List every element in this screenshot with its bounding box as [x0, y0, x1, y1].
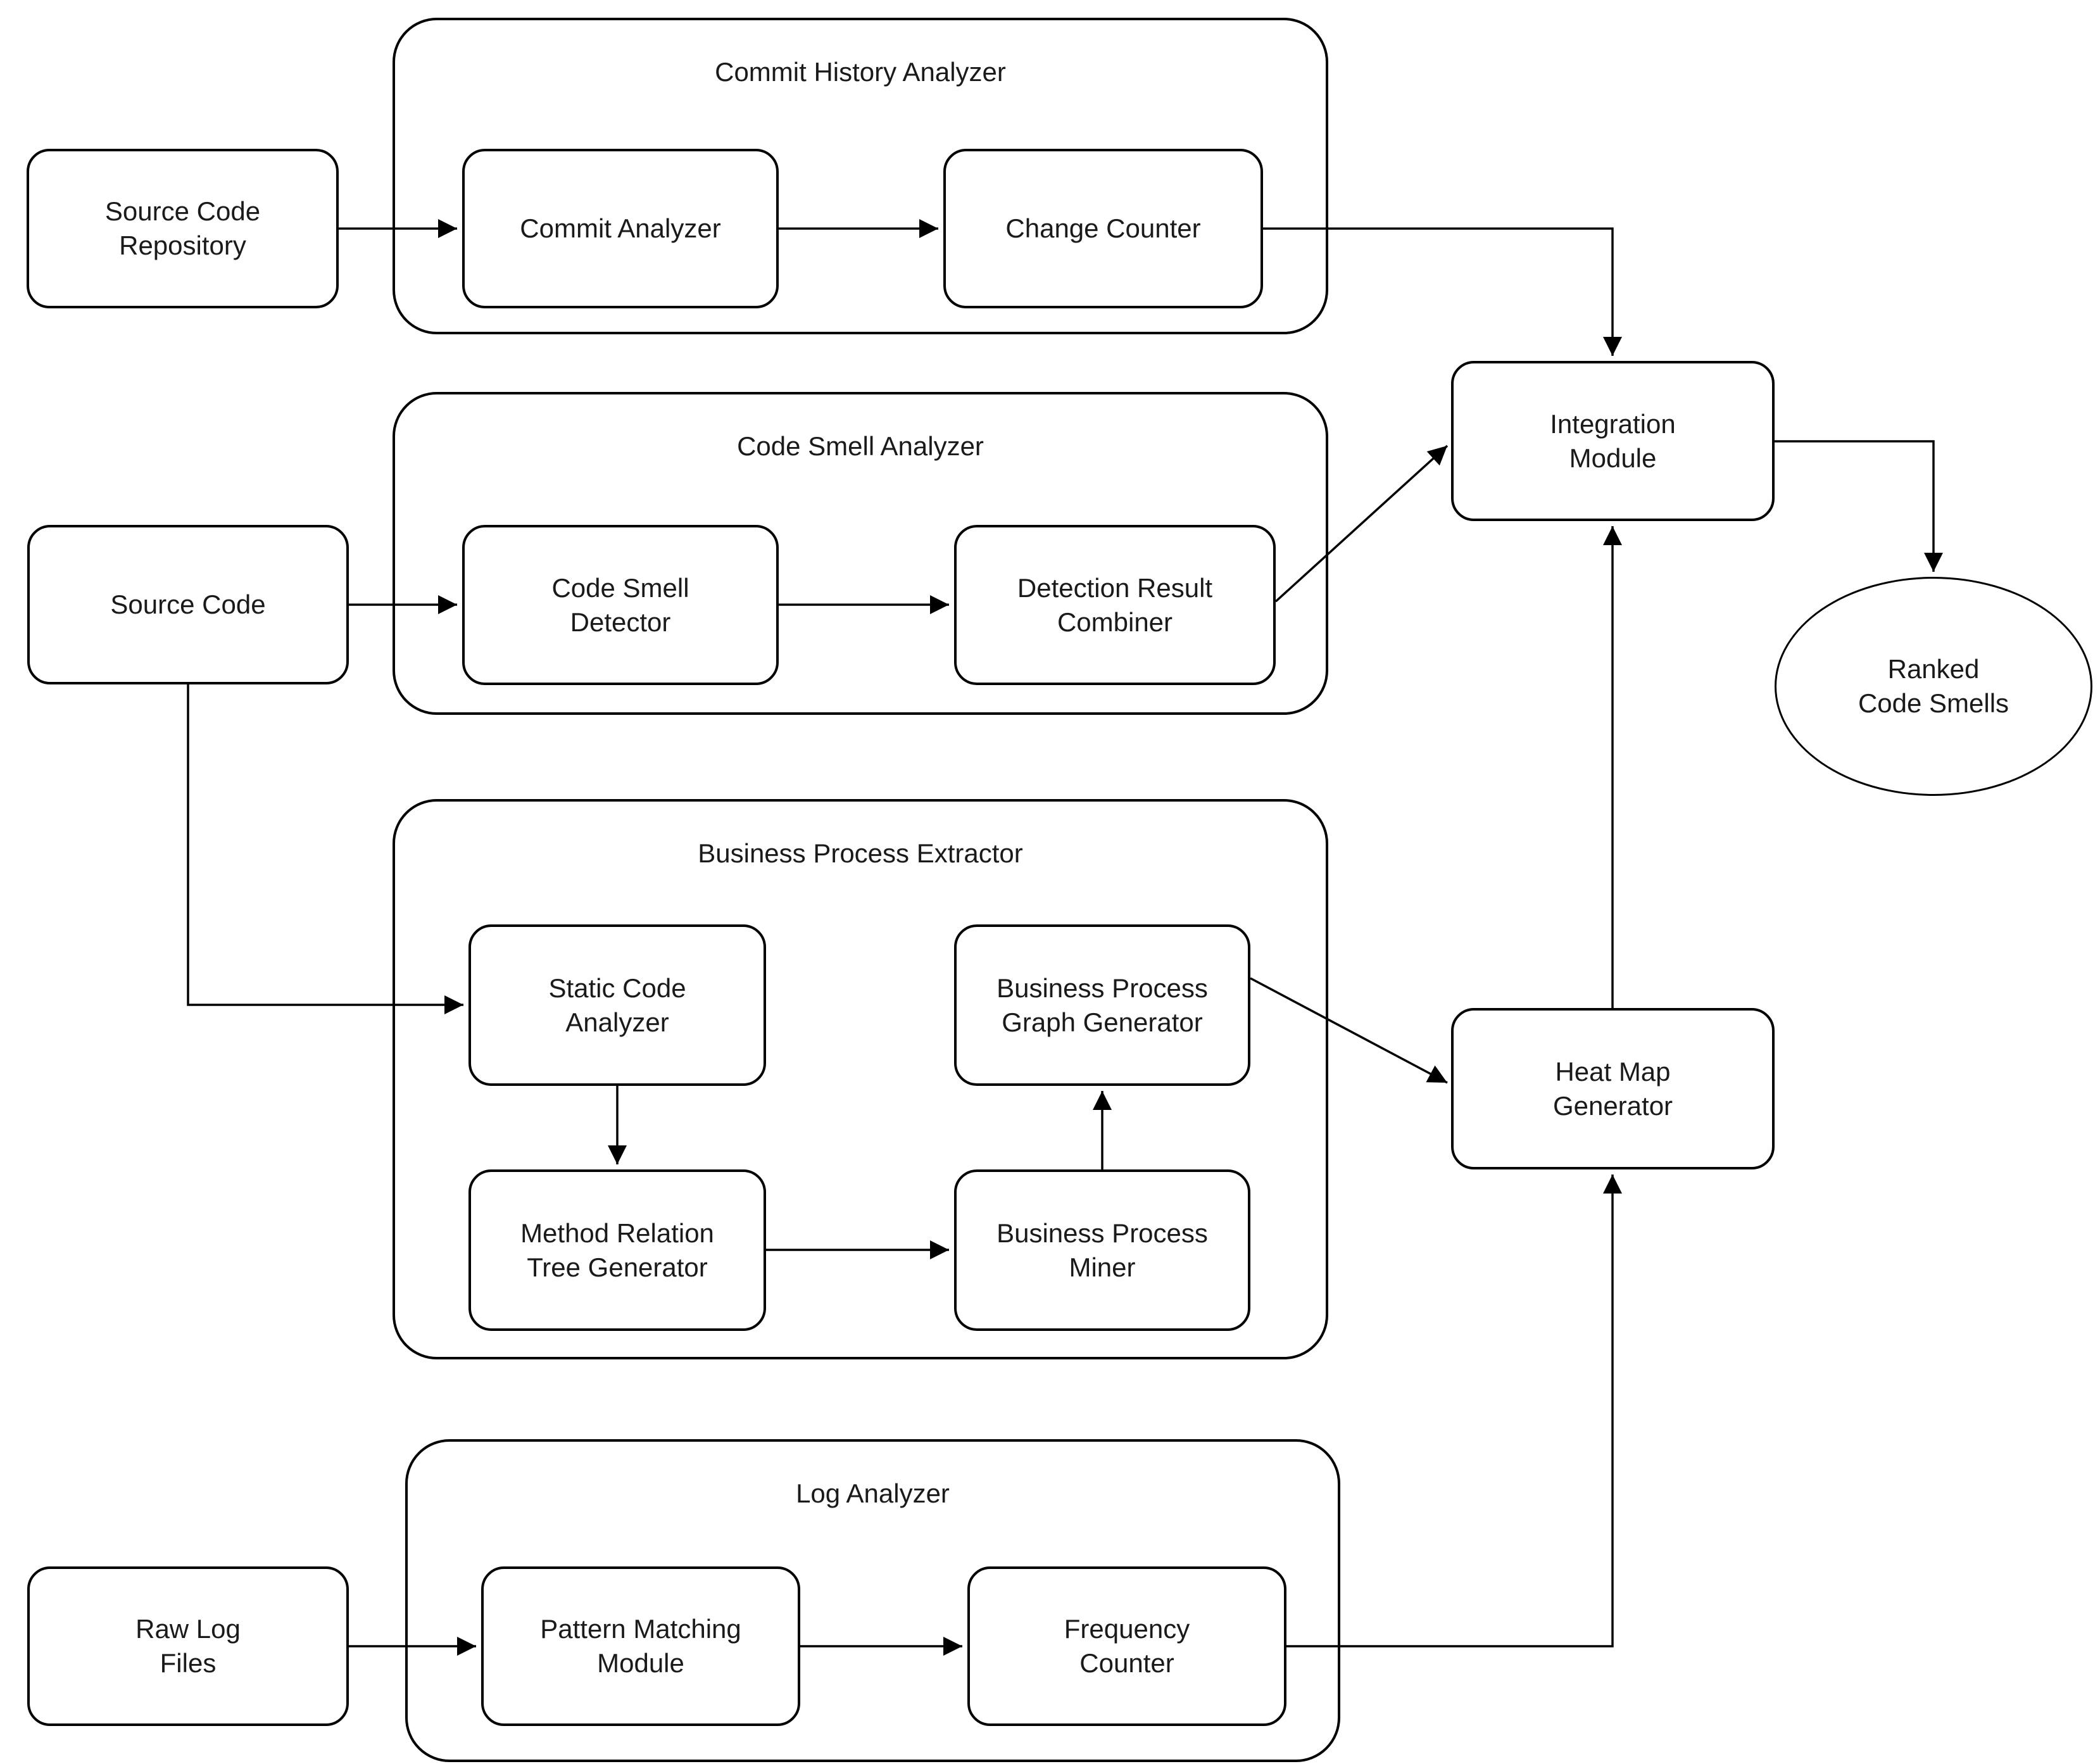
node-raw-log-files: Raw Log Files	[27, 1566, 349, 1726]
node-change-counter: Change Counter	[943, 149, 1263, 308]
node-frequency-counter: Frequency Counter	[967, 1566, 1286, 1726]
node-static-code-analyzer: Static Code Analyzer	[468, 924, 766, 1086]
node-ranked-code-smells: Ranked Code Smells	[1775, 577, 2092, 796]
edge-source-code-to-static-code-analyzer	[187, 684, 463, 1014]
node-heat-map-generator: Heat Map Generator	[1451, 1008, 1775, 1169]
node-commit-analyzer: Commit Analyzer	[462, 149, 779, 308]
node-pattern-matching-module: Pattern Matching Module	[481, 1566, 800, 1726]
node-source-code: Source Code	[27, 525, 349, 684]
edge-frequency-counter-to-heat-map-generator	[1286, 1175, 1622, 1647]
node-source-code-repository: Source Code Repository	[27, 149, 339, 308]
node-method-relation-tree-generator: Method Relation Tree Generator	[468, 1169, 766, 1331]
node-detection-result-combiner: Detection Result Combiner	[954, 525, 1276, 685]
group-title-log-analyzer: Log Analyzer	[796, 1478, 950, 1508]
edge-business-process-graph-generator-to-heat-map-generator	[1250, 977, 1448, 1084]
group-title-code-smell-analyzer: Code Smell Analyzer	[737, 431, 984, 461]
edge-detection-result-combiner-to-integration-module	[1274, 444, 1449, 603]
node-code-smell-detector: Code Smell Detector	[462, 525, 779, 685]
edge-integration-module-to-ranked-code-smells	[1775, 440, 1943, 572]
group-title-commit-history-analyzer: Commit History Analyzer	[715, 57, 1006, 87]
node-business-process-miner: Business Process Miner	[954, 1169, 1250, 1331]
node-business-process-graph-generator: Business Process Graph Generator	[954, 924, 1250, 1086]
node-integration-module: Integration Module	[1451, 361, 1775, 521]
group-title-business-process-extractor: Business Process Extractor	[698, 838, 1023, 868]
edge-change-counter-to-integration-module	[1263, 227, 1622, 356]
